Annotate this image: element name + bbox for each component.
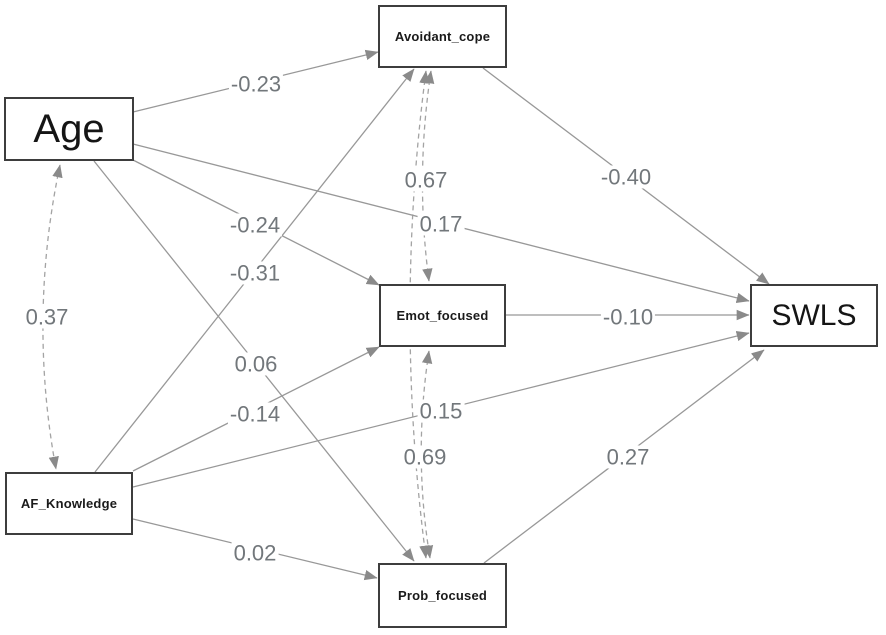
coef-age-emot: -0.24 <box>227 212 283 238</box>
coef-afk-avoidant: -0.31 <box>227 260 283 286</box>
node-avoidant-cope: Avoidant_cope <box>378 5 507 68</box>
node-emot-focused-label: Emot_focused <box>396 308 489 323</box>
coef-emot-swls: -0.10 <box>600 304 656 330</box>
node-emot-focused: Emot_focused <box>379 284 506 347</box>
node-avoidant-cope-label: Avoidant_cope <box>394 29 491 44</box>
coef-afk-swls: 0.15 <box>417 398 465 424</box>
node-prob-focused-label: Prob_focused <box>397 588 488 603</box>
coef-age-swls: 0.17 <box>417 211 465 237</box>
node-prob-focused: Prob_focused <box>378 563 507 628</box>
node-af-knowledge: AF_Knowledge <box>5 472 133 535</box>
node-swls-label: SWLS <box>771 298 857 332</box>
coef-afk-emot: -0.14 <box>227 401 283 427</box>
node-age: Age <box>4 97 134 161</box>
coef-cov-age-afk: 0.37 <box>23 304 71 330</box>
node-swls: SWLS <box>750 284 878 347</box>
cov-emot-prob <box>420 350 434 559</box>
node-age-label: Age <box>33 106 105 151</box>
coef-age-avoidant: -0.23 <box>228 71 284 97</box>
coef-cov-avoidant-emot: 0.67 <box>402 167 450 193</box>
coef-prob-swls: 0.27 <box>604 444 652 470</box>
coef-afk-prob: 0.02 <box>231 540 279 566</box>
coef-cov-emot-prob: 0.69 <box>401 444 449 470</box>
coef-avoidant-swls: -0.40 <box>598 164 654 190</box>
coef-age-prob: 0.06 <box>232 351 280 377</box>
node-af-knowledge-label: AF_Knowledge <box>20 496 118 511</box>
